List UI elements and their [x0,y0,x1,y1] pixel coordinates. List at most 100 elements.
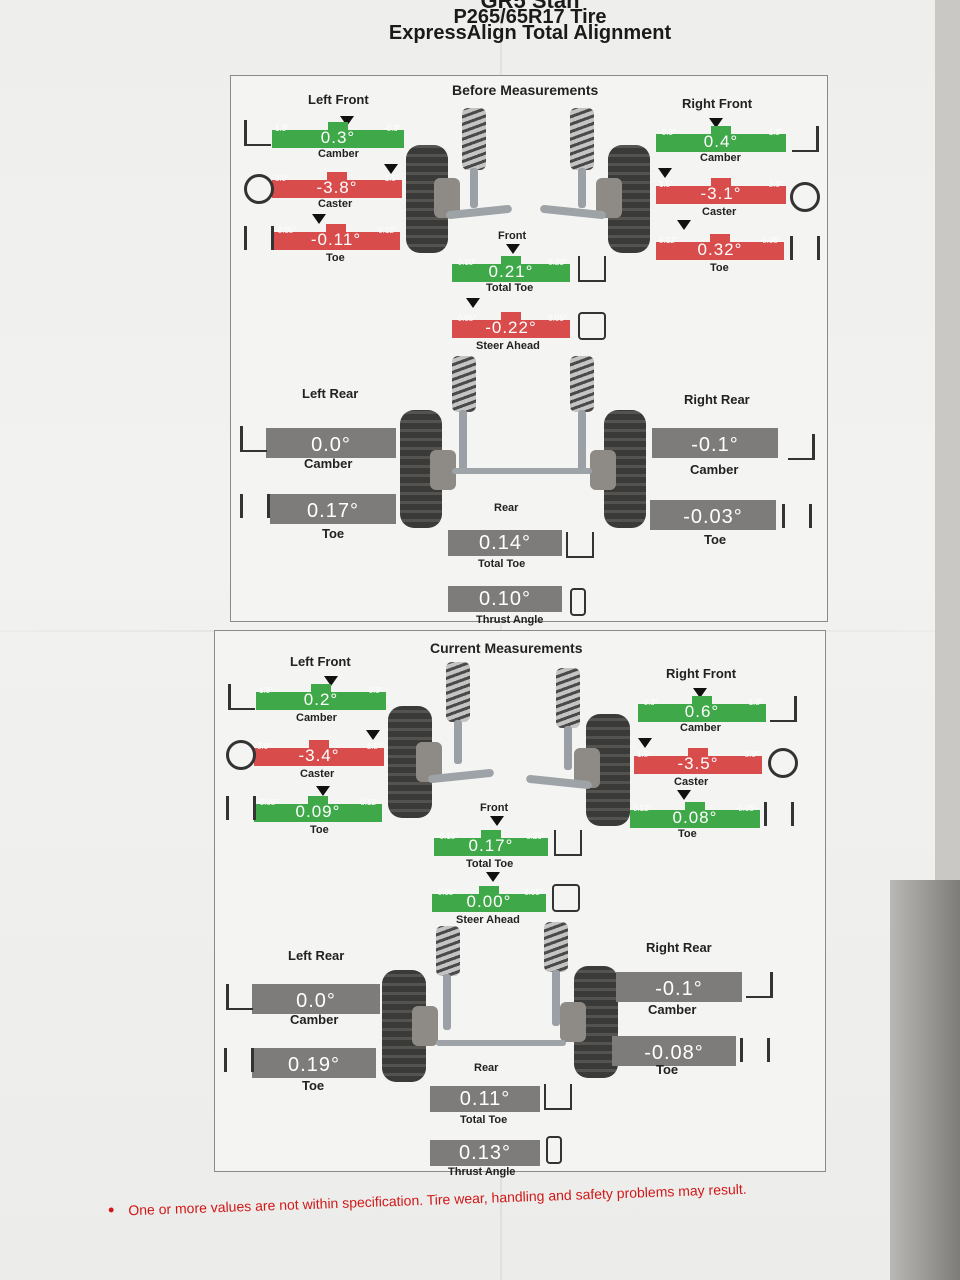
before-lf-caster-value: -3.8° [316,178,358,197]
before-title: Before Measurements [452,82,599,98]
coil-spring-icon [462,108,486,170]
current-lr-camber-value: 0.0° [296,990,336,1012]
front-label: Front [480,802,509,814]
camber-icon [746,972,773,998]
toe-icon [240,494,270,518]
spec-arrow-icon [312,214,326,224]
current-thrust-angle-gauge: 0.13° [430,1140,540,1166]
toe-label: Toe [302,1078,325,1093]
camber-icon [244,120,271,146]
before-rf-toe-value: 0.32° [697,240,743,259]
current-front-total-toe-gauge: -0.10°0.23° 0.17° [434,830,548,856]
before-thrust-angle-gauge: 0.10° [448,586,562,612]
coil-spring-icon [452,356,476,412]
current-rf-caster-value: -3.5° [677,754,719,773]
total-toe-label: Total Toe [478,558,526,570]
before-front-total-toe-value: 0.21° [488,262,534,281]
current-rf-caster-gauge: 1.5°3.0° -3.5° [634,748,762,774]
current-steer-ahead-gauge: -0.05°0.05° 0.00° [432,886,546,912]
camber-icon [240,426,267,452]
spec-arrow-icon [677,790,691,800]
hub-icon [590,450,616,490]
before-lf-toe-value: -0.11° [310,230,362,249]
current-steer-ahead-value: 0.00° [466,892,512,911]
before-right-front-label: Right Front [682,96,753,111]
rear-axle-icon [436,1040,566,1046]
spec-arrow-icon [490,816,504,826]
current-lr-toe-value: 0.19° [288,1054,340,1076]
strut-icon [470,168,478,208]
current-left-rear-label: Left Rear [288,948,345,963]
before-right-rear-label: Right Rear [684,392,750,407]
before-left-rear-label: Left Rear [302,386,359,401]
coil-spring-icon [446,662,470,722]
before-lr-camber-value: 0.0° [311,434,351,456]
before-lr-camber-gauge: 0.0° [266,428,396,458]
current-front-total-toe-value: 0.17° [468,836,514,855]
spec-arrow-icon [324,676,338,686]
strut-icon [564,726,572,770]
before-lr-toe-value: 0.17° [307,500,359,522]
current-rr-camber-value: -0.1° [655,978,703,1000]
current-right-front-label: Right Front [666,666,737,681]
strut-icon [578,410,586,470]
total-toe-label: Total Toe [460,1114,508,1126]
vehicle-title: GR5 Stan [480,0,580,13]
current-lf-toe-value: 0.09° [295,802,341,821]
toe-icon [226,796,256,820]
strut-icon [459,410,467,470]
background-surface [890,880,960,1280]
current-rear-total-toe-value: 0.11° [459,1088,511,1110]
camber-icon [228,684,255,710]
toe-label: Toe [310,824,329,836]
spec-arrow-icon [638,738,652,748]
camber-label: Camber [700,152,741,164]
strut-icon [578,168,586,208]
toe-icon [790,236,820,260]
current-lf-camber-value: 0.2° [303,690,339,709]
camber-label: Camber [304,456,353,471]
axle-toe-icon [554,830,582,856]
rear-axle-icon [452,468,592,474]
before-lf-camber-gauge: 1.3°-0.3° 0.3° [272,122,404,148]
hub-icon [560,1002,586,1042]
strut-icon [454,720,462,764]
caster-wheel-icon [790,182,820,212]
spec-arrow-icon [466,298,480,308]
before-lf-camber-value: 0.3° [320,128,356,147]
coil-spring-icon [570,108,594,170]
camber-icon [792,126,819,152]
car-topview-icon [570,588,586,616]
before-steer-ahead-gauge: -0.05°0.05° -0.22° [452,312,570,338]
camber-label: Camber [648,1002,697,1017]
camber-label: Camber [296,712,337,724]
current-rf-toe-value: 0.08° [672,808,718,827]
spec-arrow-icon [384,164,398,174]
before-rear-total-toe-value: 0.14° [479,532,531,554]
before-rf-toe-gauge: 0.12°-0.05° 0.32° [656,234,784,260]
current-left-front-label: Left Front [290,654,351,669]
current-lr-camber-gauge: 0.0° [252,984,380,1014]
steer-ahead-label: Steer Ahead [476,340,540,352]
tire-size: P265/65R17 Tire [453,6,607,28]
spec-arrow-icon [366,730,380,740]
camber-icon [226,984,253,1010]
current-lf-caster-value: -3.4° [298,746,340,765]
spec-arrow-icon [677,220,691,230]
caster-wheel-icon [244,174,274,204]
spec-arrow-icon [316,786,330,796]
rear-label: Rear [494,502,519,514]
strut-icon [552,970,560,1026]
total-toe-label: Total Toe [466,858,514,870]
before-rf-caster-gauge: 1.5°3.0° -3.1° [656,178,786,204]
caster-wheel-icon [768,748,798,778]
caster-label: Caster [674,776,709,788]
current-rr-toe-gauge: -0.08° [612,1036,736,1066]
current-rear-total-toe-gauge: 0.11° [430,1086,540,1112]
camber-label: Camber [290,1012,339,1027]
caster-wheel-icon [226,740,256,770]
current-title: Current Measurements [430,640,583,656]
toe-icon [782,504,812,528]
strut-icon [443,974,451,1030]
total-toe-label: Total Toe [486,282,534,294]
